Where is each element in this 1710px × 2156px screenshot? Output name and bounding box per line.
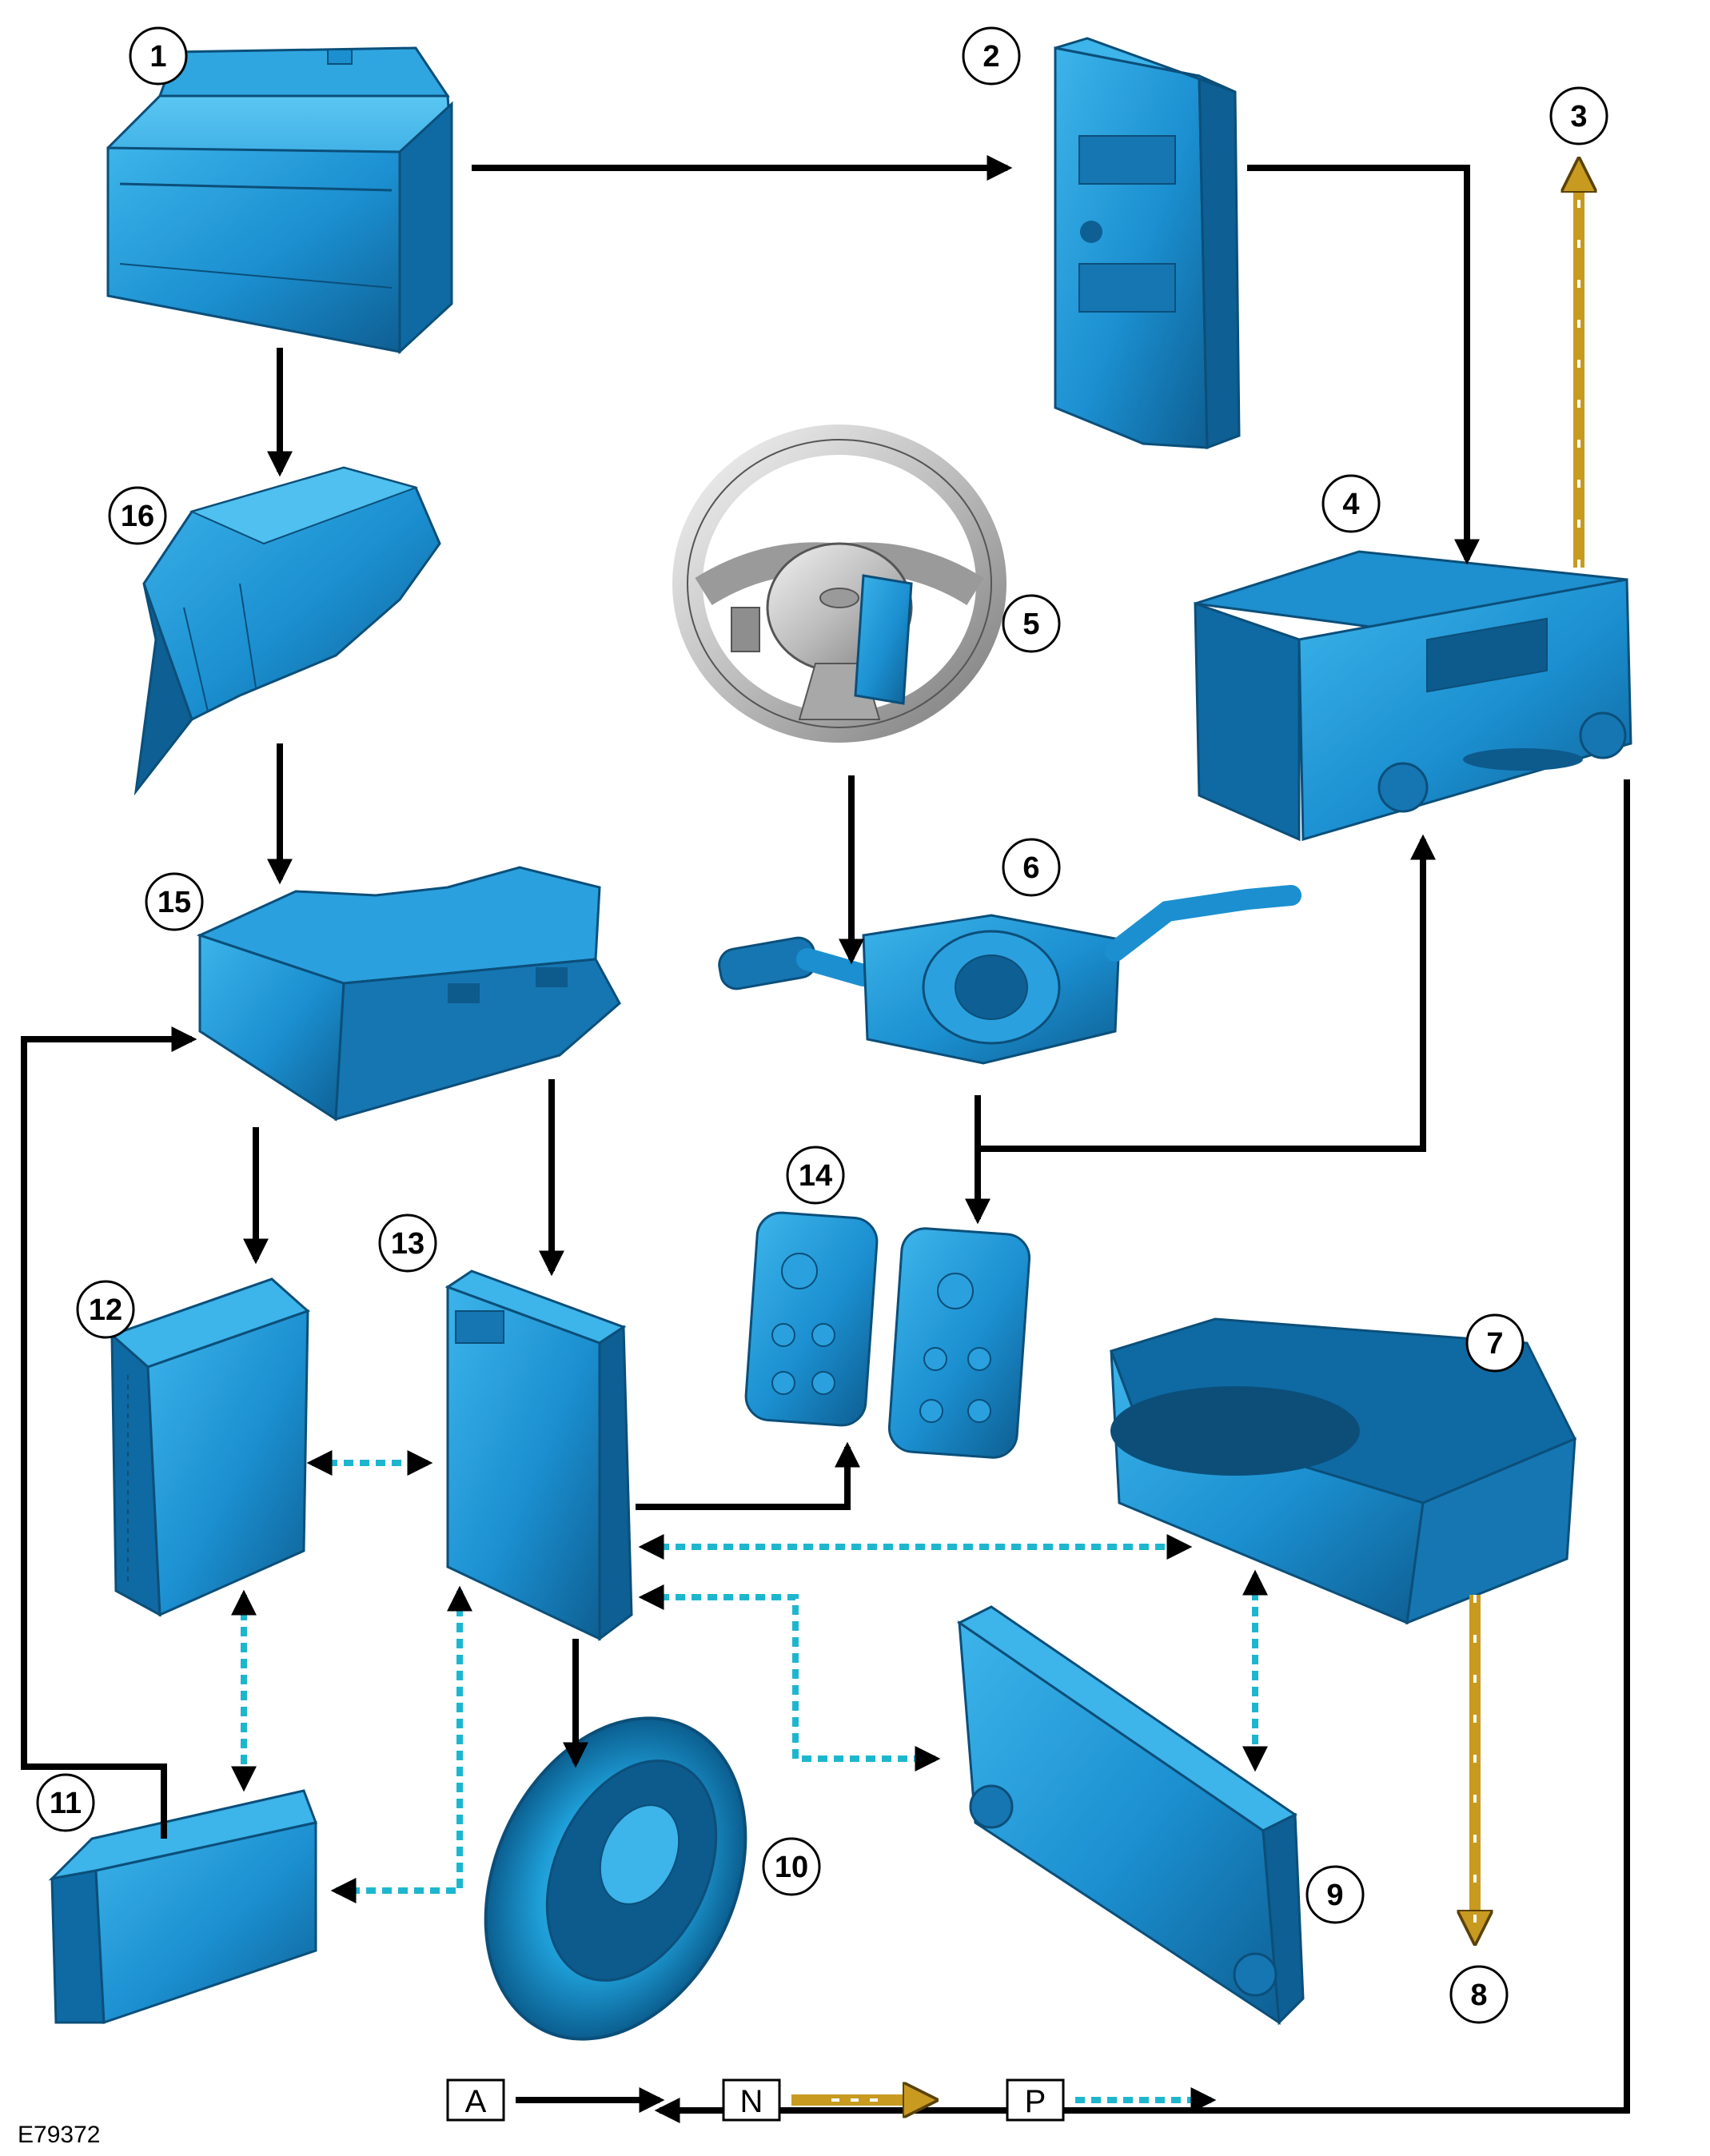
callout-9: 9: [1305, 1865, 1365, 1924]
callouts: 1 2 3 4 5 6 7 8 9 10 11 12 13 14 15 16: [36, 26, 1608, 2024]
legend-item-n: N: [722, 2078, 931, 2122]
module-11: [48, 1789, 318, 2025]
steering-wheel: [672, 424, 1006, 743]
callout-5: 5: [1002, 594, 1061, 653]
callout-16: 16: [108, 486, 167, 545]
svg-text:A: A: [465, 2084, 487, 2119]
svg-text:16: 16: [121, 500, 154, 533]
figure-reference: E79372: [18, 2122, 100, 2148]
conn-13-11: [330, 1585, 472, 1903]
svg-text:P: P: [1025, 2084, 1046, 2119]
callout-1: 1: [129, 26, 188, 86]
conn-2-4: [1247, 165, 1480, 565]
callout-14: 14: [786, 1146, 845, 1205]
speaker: [484, 1716, 747, 2041]
svg-text:N: N: [740, 2084, 763, 2119]
callout-8: 8: [1449, 1965, 1509, 2024]
body-control-module: [196, 866, 621, 1122]
svg-text:6: 6: [1022, 851, 1039, 885]
switch-packs: [744, 1211, 1031, 1459]
audio-head-unit: [1194, 550, 1632, 842]
central-junction-box: [1054, 37, 1241, 450]
cd-player: [1110, 1317, 1577, 1625]
svg-text:9: 9: [1326, 1879, 1343, 1912]
battery: [106, 46, 453, 355]
module-12: [110, 1277, 310, 1617]
audio-amplifier: [444, 1269, 633, 1641]
callout-15: 15: [145, 872, 204, 931]
connections-dotted: [231, 1450, 1268, 1903]
conn-13-14: [636, 1441, 860, 1510]
callout-11: 11: [36, 1773, 95, 1832]
svg-text:7: 7: [1486, 1327, 1503, 1361]
svg-text:15: 15: [157, 886, 191, 919]
svg-text:4: 4: [1342, 488, 1359, 521]
callout-7: 7: [1465, 1313, 1525, 1373]
fuse-box: [134, 466, 441, 796]
steering-column-switch: [718, 885, 1301, 1065]
conn-11-15: [21, 1026, 197, 1839]
svg-text:3: 3: [1570, 100, 1587, 134]
svg-text:11: 11: [50, 1787, 82, 1820]
callout-10: 10: [762, 1837, 821, 1896]
svg-text:8: 8: [1470, 1979, 1487, 2012]
legend-item-a: A: [446, 2078, 665, 2122]
callout-3: 3: [1549, 86, 1608, 145]
connections-solid: [21, 155, 1630, 2123]
callout-6: 6: [1002, 838, 1061, 897]
callout-12: 12: [76, 1280, 135, 1339]
conn-4-10: [654, 779, 1630, 2123]
svg-text:12: 12: [89, 1293, 122, 1327]
connections-gold: [1475, 164, 1579, 1939]
svg-text:2: 2: [983, 40, 999, 74]
callout-4: 4: [1321, 474, 1381, 533]
svg-text:5: 5: [1022, 608, 1039, 641]
svg-text:14: 14: [799, 1159, 832, 1193]
svg-text:10: 10: [775, 1851, 808, 1884]
legend: A N P: [446, 2078, 1217, 2122]
svg-text:1: 1: [149, 40, 166, 74]
audio-control-panel: [957, 1605, 1305, 2026]
callout-2: 2: [962, 26, 1021, 86]
conn-13-9: [638, 1584, 941, 1771]
callout-13: 13: [378, 1213, 437, 1273]
legend-item-p: P: [1006, 2078, 1217, 2122]
svg-text:13: 13: [391, 1227, 425, 1261]
